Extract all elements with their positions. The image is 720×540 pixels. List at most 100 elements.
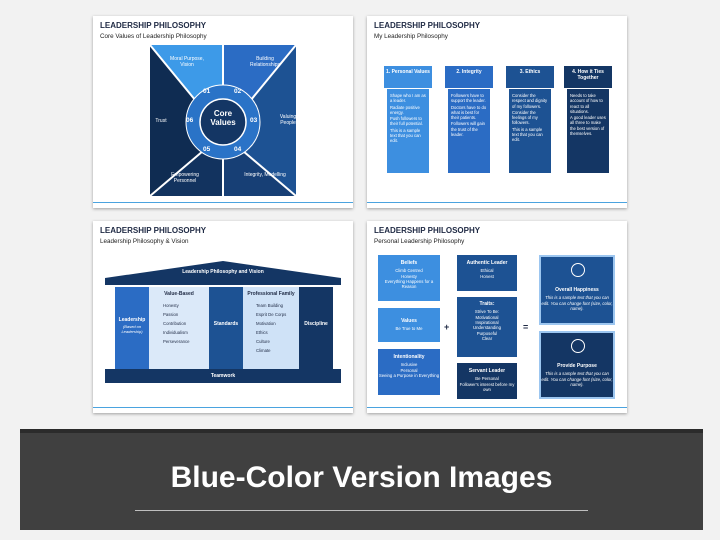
box-item: Strive To Be:: [474, 309, 500, 315]
list-item: Individualism: [163, 330, 188, 336]
slide-subtitle: Leadership Philosophy & Vision: [100, 238, 189, 245]
label-building-relationships: Building Relationships: [249, 56, 281, 68]
ribbon-heading: 1. Personal Values: [384, 66, 432, 88]
box-item: Follower's interest before my own: [459, 381, 515, 392]
ribbon-item: Consider the respect and dignity of my f…: [512, 93, 548, 109]
value-based-heading: Value-Based: [164, 291, 194, 297]
label-integrity-modelling: Integrity, Modelling: [244, 172, 286, 178]
list-item: Honesty: [163, 303, 179, 308]
number-01: 01: [203, 88, 211, 95]
slide-core-values[interactable]: LEADERSHIP PHILOSOPHY Core Values of Lea…: [93, 16, 353, 208]
ribbon-body: Needs to take account of how to react to…: [567, 89, 609, 173]
ribbon-item: This is a sample text that you can edit.: [390, 127, 421, 144]
list-item: Climate: [256, 348, 271, 354]
slide-title: LEADERSHIP PHILOSOPHY: [374, 21, 481, 30]
slide-subtitle: My Leadership Philosophy: [374, 33, 448, 40]
box-heading: Traits:: [479, 301, 495, 307]
ribbon-item: Shape who I am as a leader.: [390, 93, 426, 104]
values-box: Values Be True to Me: [378, 308, 440, 342]
ribbon-item: Radiate positive energy.: [390, 104, 420, 115]
box-heading: Overall Happiness: [555, 287, 599, 293]
box-item: Everything Happens for a Reason: [384, 278, 434, 290]
ribbon-item: Needs to take account of how to react to…: [570, 93, 603, 114]
beliefs-box: Beliefs Climb Centred Honesty Everything…: [378, 255, 440, 301]
ribbon-body: Shape who I am as a leader. Radiate posi…: [387, 89, 429, 173]
slide-title: LEADERSHIP PHILOSOPHY: [100, 226, 207, 235]
bottom-banner: Blue-Color Version Images: [20, 429, 703, 530]
label-empowering-personnel: Empowering Personnel: [171, 172, 199, 184]
label-valuing-people: Valuing People: [279, 114, 297, 126]
box-item: Seeing a Purpose in Everything: [378, 372, 440, 378]
label-moral-purpose: Moral Purpose, Vision: [170, 56, 204, 68]
box-item: Purposeful: [476, 330, 498, 336]
ribbon-heading: 4. How it Ties Together: [564, 66, 612, 88]
list-item: Motivation: [256, 321, 276, 327]
slide-footer-line: [93, 202, 353, 203]
number-06: 06: [186, 117, 194, 124]
authentic-leader-box: Authentic Leader Ethical Honest: [457, 255, 517, 291]
list-item: Perseverance: [163, 339, 190, 345]
box-item: Be True to Me: [395, 326, 423, 332]
box-heading: Values: [401, 318, 417, 324]
core-values-wheel: [149, 44, 297, 197]
purpose-icon: [571, 339, 585, 353]
standards-label: Standards: [213, 321, 239, 327]
box-item: Personal: [400, 367, 418, 373]
overall-happiness-box: Overall Happiness This is a sample text …: [539, 255, 615, 325]
list-item: Passion: [163, 312, 179, 318]
ribbon-ethics: 3. Ethics Consider the respect and digni…: [506, 56, 554, 176]
discipline-label: Discipline: [304, 321, 328, 327]
slide-footer-line: [367, 407, 627, 408]
ribbon-heading: 2. Integrity: [445, 66, 493, 88]
number-05: 05: [203, 146, 211, 153]
box-text: This is a sample text that you can edit.…: [541, 295, 613, 311]
banner-divider: [135, 510, 588, 511]
slide-personal-leadership-philosophy[interactable]: LEADERSHIP PHILOSOPHY Personal Leadershi…: [367, 221, 627, 413]
provide-purpose-box: Provide Purpose This is a sample text th…: [539, 331, 615, 399]
slide-footer-line: [93, 407, 353, 408]
box-heading: Beliefs: [400, 260, 418, 266]
list-item: Contribution: [163, 321, 187, 327]
number-02: 02: [234, 88, 242, 95]
equals-sign: =: [523, 322, 529, 332]
box-item: Climb Centred: [395, 268, 423, 274]
box-item: Honest: [480, 273, 494, 279]
building-diagram: [105, 261, 341, 383]
slide-subtitle: Personal Leadership Philosophy: [374, 238, 465, 245]
ribbon-item: Consider the feelings of my followers.: [512, 109, 538, 126]
leadership-label: Leadership: [118, 317, 146, 323]
servant-leader-box: Servant Leader Be Personal Follower's in…: [457, 363, 517, 399]
box-item: Honesty: [401, 273, 417, 279]
ribbon-item: This is a sample text that you can edit.: [512, 126, 543, 143]
box-text: This is a sample text that you can edit.…: [541, 371, 613, 387]
slide-my-leadership-philosophy[interactable]: LEADERSHIP PHILOSOPHY My Leadership Phil…: [367, 16, 627, 208]
value-based-list: Honesty Passion Contribution Individuali…: [163, 301, 190, 346]
slide-footer-line: [367, 202, 627, 203]
box-heading: Servant Leader: [468, 368, 506, 374]
box-item: Understanding: [473, 325, 501, 331]
roof-label: Leadership Philosophy and Vision: [182, 269, 264, 275]
professional-family-list: Team Building Esprit De Corps Motivation…: [256, 301, 286, 355]
ribbon-item: Doctors have to do what is best for thei…: [451, 104, 487, 121]
slide-title: LEADERSHIP PHILOSOPHY: [374, 226, 481, 235]
list-item: Ethics: [256, 330, 268, 336]
banner-title: Blue-Color Version Images: [170, 461, 553, 494]
slide-subtitle: Core Values of Leadership Philosophy: [100, 33, 207, 40]
ribbon-item: Push followers to their full potential.: [390, 116, 423, 127]
box-heading: Intentionality: [393, 354, 425, 360]
traits-box: Traits: Strive To Be: Motivational Inspi…: [457, 297, 517, 357]
core-values-label: Core Values: [210, 109, 236, 128]
ribbon-item: Followers will gain the trust of the lea…: [451, 121, 485, 137]
list-item: Team Building: [256, 303, 283, 308]
slide-title: LEADERSHIP PHILOSOPHY: [100, 21, 207, 30]
happiness-icon: [571, 263, 585, 277]
box-item: Motivational: [475, 314, 499, 320]
box-item: Be Personal: [475, 376, 499, 382]
ribbon-body: Consider the respect and dignity of my f…: [509, 89, 551, 173]
list-item: Culture: [256, 339, 270, 345]
number-04: 04: [234, 146, 242, 153]
ribbon-personal-values: 1. Personal Values Shape who I am as a l…: [384, 56, 432, 176]
box-item: Inclusive: [400, 362, 418, 368]
slide-philosophy-and-vision[interactable]: LEADERSHIP PHILOSOPHY Leadership Philoso…: [93, 221, 353, 413]
ribbon-heading: 3. Ethics: [506, 66, 554, 88]
